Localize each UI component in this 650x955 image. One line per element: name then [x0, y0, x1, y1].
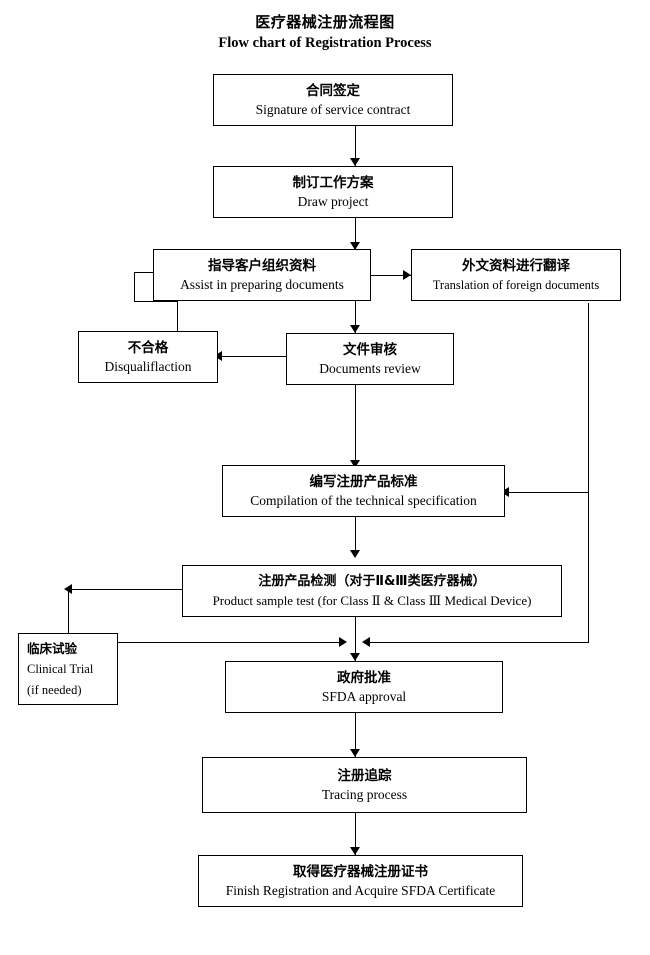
arrowhead-review-to-specification [350, 460, 360, 468]
connector-review-to-disqualify [218, 356, 286, 357]
node-label-en: Documents review [319, 360, 421, 376]
node-signature-of-service-contract[interactable]: 合同签定 Signature of service contract [213, 74, 453, 126]
arrowhead-specification-to-sampletest [350, 550, 360, 558]
arrowhead-junction-to-approval [350, 653, 360, 661]
connector-disqualify-up-stub [177, 301, 178, 331]
node-clinical-trial[interactable]: 临床试验 Clinical Trial (if needed) [18, 633, 118, 705]
arrowhead-right-loop-to-junction [362, 637, 370, 647]
node-label-cn: 编写注册产品标准 [309, 473, 418, 490]
node-label-en: Draw project [297, 193, 369, 209]
connector-project-to-assist [355, 218, 356, 250]
connector-specification-to-sampletest [355, 517, 356, 557]
connector-right-loop-bottom [366, 642, 589, 643]
connector-sampletest-to-clinical [68, 589, 182, 590]
node-label-cn: 外文资料进行翻译 [462, 257, 570, 274]
node-label-en: Assist in preparing documents [180, 276, 344, 292]
arrowhead-contract-to-project [350, 158, 360, 166]
connector-translation-right-loop [588, 303, 589, 643]
connector-right-loop-to-specification [505, 492, 589, 493]
arrowhead-sampletest-to-clinical [64, 584, 72, 594]
node-label-cn: 注册追踪 [337, 767, 392, 784]
connector-sampletest-to-junction [355, 617, 356, 643]
node-label-cn: 注册产品检测（对于Ⅱ&Ⅲ类医疗器械） [258, 573, 486, 589]
node-label-en: Translation of foreign documents [432, 277, 600, 292]
node-label-en: SFDA approval [321, 688, 407, 704]
arrowhead-project-to-assist [350, 242, 360, 250]
node-label-en: Signature of service contract [255, 101, 411, 117]
connector-tracing-to-certificate [355, 813, 356, 855]
connector-approval-to-tracing [355, 713, 356, 757]
node-label-cn: 合同签定 [306, 82, 360, 99]
node-compilation-of-technical-specification[interactable]: 编写注册产品标准 Compilation of the technical sp… [222, 465, 505, 517]
node-label-en: Compilation of the technical specificati… [250, 492, 477, 508]
arrowhead-approval-to-tracing [350, 749, 360, 757]
node-label-cn: 指导客户组织资料 [208, 257, 316, 274]
node-draw-project[interactable]: 制订工作方案 Draw project [213, 166, 453, 218]
node-label-cn: 临床试验 [27, 640, 78, 656]
connector-clinical-to-junction [118, 642, 345, 643]
connector-review-to-specification [355, 385, 356, 467]
arrowhead-assist-to-translation [403, 270, 411, 280]
connector-assist-to-review [355, 301, 356, 333]
node-label-cn: 取得医疗器械注册证书 [293, 863, 428, 880]
connector-contract-to-project [355, 126, 356, 166]
node-translation-of-foreign-documents[interactable]: 外文资料进行翻译 Translation of foreign document… [411, 249, 621, 301]
arrowhead-review-to-disqualify [214, 351, 222, 361]
node-label-cn: 制订工作方案 [292, 174, 374, 191]
connector-disqualify-loop-into-assist [134, 272, 154, 273]
arrowhead-assist-to-review [350, 325, 360, 333]
page-title-en: Flow chart of Registration Process [218, 35, 432, 51]
chart-title-block: 医疗器械注册流程图 Flow chart of Registration Pro… [0, 12, 650, 53]
node-label-en: Finish Registration and Acquire SFDA Cer… [225, 882, 496, 898]
node-product-sample-test[interactable]: 注册产品检测（对于Ⅱ&Ⅲ类医疗器械） Product sample test (… [182, 565, 562, 617]
node-tracing-process[interactable]: 注册追踪 Tracing process [202, 757, 527, 813]
node-label-en: Product sample test (for Class Ⅱ & Class… [212, 592, 532, 608]
page-title-cn: 医疗器械注册流程图 [255, 13, 395, 31]
connector-clinical-drop [68, 589, 69, 633]
node-label-note: (if needed) [27, 682, 82, 697]
arrowhead-right-loop-to-specification [501, 487, 509, 497]
node-finish-registration-certificate[interactable]: 取得医疗器械注册证书 Finish Registration and Acqui… [198, 855, 523, 907]
connector-disqualify-loop-vertical [134, 272, 135, 302]
node-label-en: Clinical Trial [27, 661, 94, 676]
node-label-cn: 文件审核 [343, 341, 397, 358]
node-disqualiflaction[interactable]: 不合格 Disqualiflaction [78, 331, 218, 383]
arrowhead-clinical-to-junction [339, 637, 347, 647]
node-assist-in-preparing-documents[interactable]: 指导客户组织资料 Assist in preparing documents [153, 249, 371, 301]
connector-assist-to-translation [371, 275, 411, 276]
node-sfda-approval[interactable]: 政府批准 SFDA approval [225, 661, 503, 713]
node-documents-review[interactable]: 文件审核 Documents review [286, 333, 454, 385]
arrowhead-tracing-to-certificate [350, 847, 360, 855]
node-label-cn: 不合格 [127, 339, 169, 356]
node-label-en: Disqualiflaction [104, 358, 192, 374]
node-label-cn: 政府批准 [337, 669, 391, 686]
connector-disqualify-loop-bottom [134, 301, 178, 302]
node-label-en: Tracing process [321, 786, 408, 802]
